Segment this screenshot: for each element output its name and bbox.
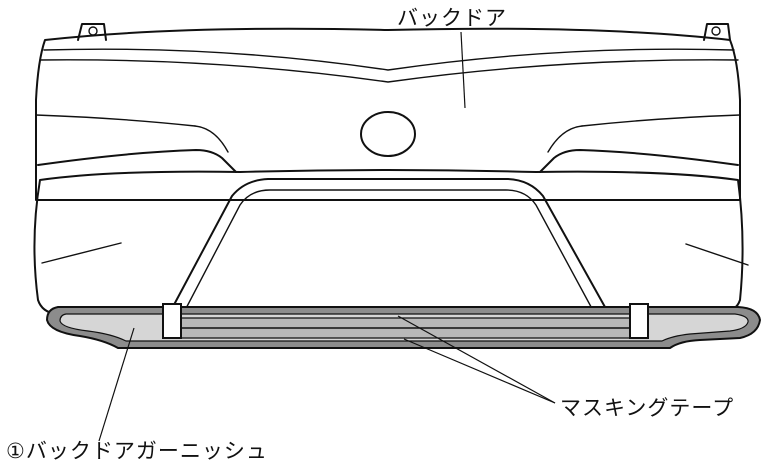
right-belt-line (581, 114, 741, 127)
back-door-top-crease (43, 48, 735, 71)
masking-tape-right (629, 303, 649, 339)
back-door-leader-line (460, 31, 466, 109)
left-lamp-edge (37, 149, 237, 173)
left-hinge-hole (88, 26, 98, 36)
masking-tape-left (162, 303, 182, 339)
right-lamp-edge-inner (547, 125, 583, 153)
license-plate-recess-inner (181, 189, 597, 317)
left-lamp-edge-inner (194, 125, 229, 153)
garnish-leader-line (98, 327, 135, 442)
back-door-garnish-label: ①バックドアガーニッシュ (6, 439, 268, 463)
license-plate-recess (167, 178, 611, 317)
right-lamp-edge (539, 149, 739, 173)
back-door-lower-panel (33, 169, 744, 315)
emblem (360, 111, 416, 157)
right-hinge-hole (711, 26, 721, 36)
masking-tape-label: マスキングテープ (560, 396, 735, 420)
left-hinge-tab (77, 23, 107, 41)
right-side-line (685, 243, 749, 266)
right-hinge-tab (703, 23, 731, 41)
left-belt-line (35, 114, 196, 127)
left-side-line (41, 242, 122, 264)
masking-tape-leader-line-1 (397, 315, 556, 404)
back-door-label: バックドア (397, 6, 507, 30)
masking-tape-leader-line-2 (403, 338, 556, 404)
back-door-upper-panel (35, 27, 741, 201)
back-door-top-crease-2 (39, 59, 739, 83)
